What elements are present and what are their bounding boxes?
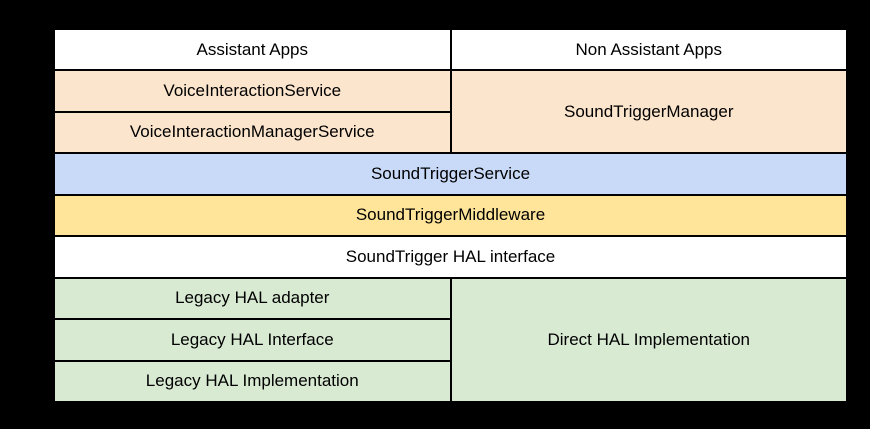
cell-non-assistant-apps: Non Assistant Apps bbox=[451, 30, 846, 70]
soundtrigger-stack-diagram: Assistant Apps Non Assistant Apps VoiceI… bbox=[53, 28, 848, 403]
cell-sound-trigger-service: SoundTriggerService bbox=[55, 154, 846, 194]
cell-voice-interaction-manager-service: VoiceInteractionManagerService bbox=[55, 112, 450, 153]
cell-legacy-hal-interface: Legacy HAL Interface bbox=[55, 320, 450, 360]
cell-assistant-apps: Assistant Apps bbox=[55, 30, 450, 70]
cell-sound-trigger-manager: SoundTriggerManager bbox=[451, 71, 846, 153]
cell-soundtrigger-hal-interface: SoundTrigger HAL interface bbox=[55, 237, 846, 277]
cell-sound-trigger-middleware: SoundTriggerMiddleware bbox=[55, 195, 846, 236]
cell-legacy-hal-adapter: Legacy HAL adapter bbox=[55, 278, 450, 319]
cell-direct-hal-implementation: Direct HAL Implementation bbox=[451, 278, 846, 401]
cell-legacy-hal-implementation: Legacy HAL Implementation bbox=[55, 361, 450, 401]
cell-voice-interaction-service: VoiceInteractionService bbox=[55, 71, 450, 111]
